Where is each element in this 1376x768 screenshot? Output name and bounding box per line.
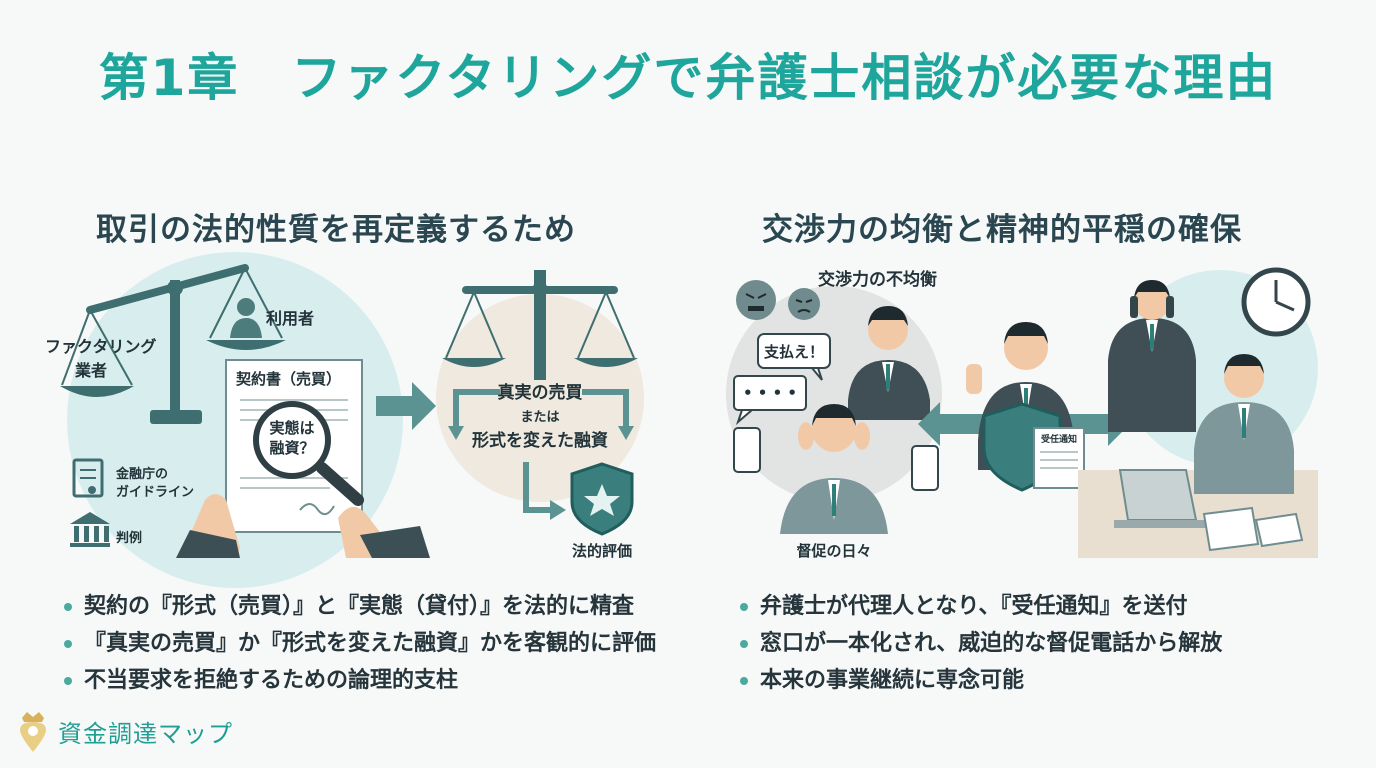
distressed-person-figure — [780, 404, 888, 534]
bracket-arrow-right — [582, 389, 629, 430]
left-section-heading: 取引の法的性質を再定義するため — [96, 212, 576, 248]
right-arrow-icon — [376, 382, 436, 430]
lens-label-1: 実態は — [269, 419, 314, 437]
down-right-arrow — [523, 462, 552, 513]
factoring-label: ファクタリング — [45, 337, 156, 356]
pay-label: 支払え！ — [763, 343, 824, 361]
notice-document-icon — [1033, 427, 1085, 489]
right-bullet-item: 本来の事業継続に専念可能 — [740, 662, 1222, 699]
phone-icon-left — [733, 427, 761, 473]
dots-speech-bubble — [733, 375, 807, 426]
phone-icon-right — [911, 445, 939, 491]
beige-bg-circle — [436, 294, 644, 502]
right-bullet-item: 窓口が一本化され、威迫的な督促電話から解放 — [740, 625, 1222, 662]
right-bullet-item: 弁護士が代理人となり、『受任通知』を送付 — [740, 588, 1222, 625]
clock-icon — [1241, 267, 1311, 337]
shield-star-icon — [570, 462, 634, 536]
user-label: 利用者 — [266, 309, 314, 328]
guideline-document-icon — [72, 458, 104, 498]
left-bullet-list: 契約の『形式（売買）』と『実態（貸付）』を法的に精査 『真実の売買』か『形式を変… — [64, 588, 656, 699]
user-person-icon — [230, 298, 262, 338]
balanced-scale-icon — [442, 270, 638, 380]
desk-worker-figure — [1194, 354, 1294, 494]
precedent-label: 判例 — [116, 530, 142, 546]
guideline-label-2: ガイドライン — [116, 485, 194, 500]
right-bullet-list: 弁護士が代理人となり、『受任通知』を送付 窓口が一本化され、威迫的な督促電話から… — [740, 588, 1222, 699]
laptop-icon — [1114, 469, 1210, 528]
courthouse-icon — [70, 512, 110, 547]
left-sleeve — [176, 530, 240, 558]
guideline-label-1: 金融庁の — [115, 466, 168, 482]
angry-collector-figure — [848, 306, 930, 420]
demand-speech-bubble — [757, 333, 831, 381]
page-title: 第1章 ファクタリングで弁護士相談が必要な理由 — [98, 49, 1278, 107]
factoring-label-2: 業者 — [74, 361, 107, 380]
brand-name: 資金調達マップ — [58, 719, 233, 748]
imbalance-label: 交渉力の不均衡 — [818, 269, 937, 290]
map-pin-crown-icon — [20, 712, 46, 752]
lens-label-2: 融資？ — [269, 439, 314, 457]
dots-label: • • • • — [743, 384, 797, 402]
notice-label: 受任通知 — [1041, 433, 1077, 445]
bracket-arrow-left — [453, 389, 500, 430]
left-bullet-item: 不当要求を拒絶するための論理的支柱 — [64, 662, 656, 699]
dunning-label: 督促の日々 — [796, 542, 871, 560]
right-section-heading: 交渉力の均衡と精神的平穏の確保 — [762, 212, 1242, 248]
left-bullet-item: 契約の『形式（売買）』と『実態（貸付）』を法的に精査 — [64, 588, 656, 625]
phone-caller-figure — [1108, 280, 1196, 432]
legal-eval-label: 法的評価 — [572, 542, 632, 560]
tilted-scale-icon — [60, 264, 286, 424]
or-label: または — [520, 410, 559, 425]
disguised-loan-label: 形式を変えた融資 — [472, 430, 608, 451]
left-bullet-item: 『真実の売買』か『形式を変えた融資』かを客観的に評価 — [64, 625, 656, 662]
brand-logo: 資金調達マップ — [16, 706, 233, 756]
contract-label: 契約書（売買） — [235, 370, 341, 388]
right-sleeve — [360, 526, 430, 558]
angry-face-icon — [736, 280, 776, 320]
magnifier-icon — [253, 401, 364, 506]
annoyed-face-icon — [788, 288, 820, 320]
real-sale-label: 真実の売買 — [498, 382, 583, 403]
papers-icon — [1202, 506, 1304, 552]
